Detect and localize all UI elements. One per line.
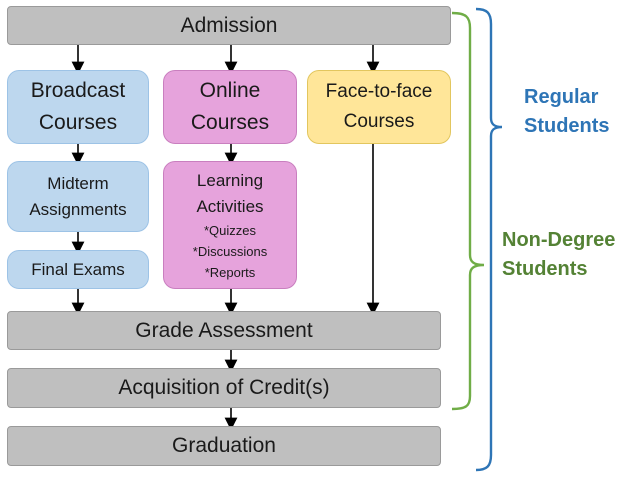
regular-bracket	[475, 7, 503, 472]
learning-activities-box: Learning Activities *Quizzes *Discussion…	[163, 161, 297, 289]
online-label-line2: Courses	[190, 111, 270, 134]
non-degree-label-line2: Students	[502, 258, 588, 280]
face-label-line1: Face-to-face	[325, 81, 433, 102]
broadcast-label-line1: Broadcast	[30, 79, 126, 102]
regular-label-line2: Students	[524, 115, 610, 137]
non-degree-bracket	[451, 11, 485, 411]
regular-label-line1: Regular	[524, 86, 599, 108]
broadcast-courses-box: Broadcast Courses	[7, 70, 149, 144]
final-exams-box: Final Exams	[7, 250, 149, 289]
admission-box: Admission	[7, 6, 451, 45]
online-courses-box: Online Courses	[163, 70, 297, 144]
final-exams-label: Final Exams	[31, 259, 125, 279]
face-label-line2: Courses	[343, 111, 415, 132]
grade-assessment-label: Grade Assessment	[135, 318, 313, 342]
graduation-label: Graduation	[172, 434, 276, 457]
learning-label-line1: Learning	[196, 170, 264, 190]
non-degree-label-line1: Non-Degree	[502, 229, 616, 251]
acquisition-of-credit-box: Acquisition of Credit(s)	[7, 368, 441, 408]
broadcast-label-line2: Courses	[38, 111, 118, 134]
grade-assessment-box: Grade Assessment	[7, 311, 441, 350]
midterm-label-line2: Assignments	[29, 199, 127, 219]
midterm-assignments-box: Midterm Assignments	[7, 161, 149, 232]
learning-item-discussions: *Discussions	[192, 243, 268, 259]
learning-item-quizzes: *Quizzes	[203, 222, 257, 238]
non-degree-students-label: Non-Degree Students	[502, 226, 615, 284]
midterm-label-line1: Midterm	[47, 173, 109, 193]
regular-students-label: Regular Students	[524, 83, 610, 141]
online-label-line1: Online	[199, 79, 261, 102]
learning-label-line2: Activities	[196, 196, 264, 216]
graduation-box: Graduation	[7, 426, 441, 466]
admission-label: Admission	[180, 13, 278, 37]
learning-item-reports: *Reports	[204, 264, 256, 280]
face-to-face-courses-box: Face-to-face Courses	[307, 70, 451, 144]
acquisition-of-credit-label: Acquisition of Credit(s)	[118, 376, 330, 399]
